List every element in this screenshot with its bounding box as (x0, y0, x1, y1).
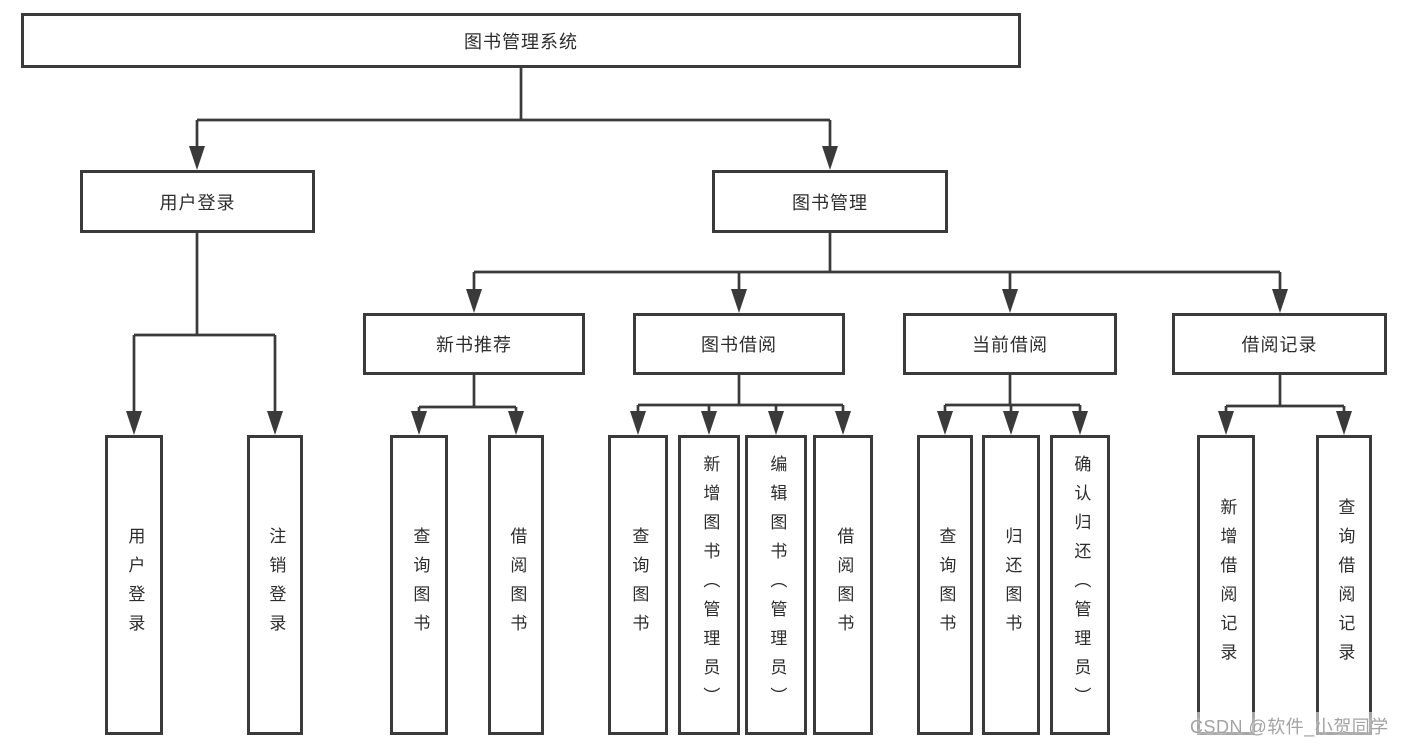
node-label: 编辑图书（管理员） (767, 454, 787, 716)
node-leaf-bb-query-books: 查询图书 (608, 435, 668, 735)
node-user-login-group: 用户登录 (80, 170, 315, 233)
node-label: 查询借阅记录 (1335, 498, 1355, 672)
node-label: 当前借阅 (972, 335, 1048, 355)
node-label: 图书管理 (792, 192, 868, 213)
csdn-watermark: CSDN @软件_小贺同学 (1186, 712, 1393, 740)
node-label: 注销登录 (266, 527, 286, 643)
arrowheads (126, 146, 1352, 435)
node-label: 用户登录 (125, 527, 145, 643)
node-book-management: 图书管理 (712, 170, 948, 233)
node-leaf-user-login: 用户登录 (105, 435, 163, 735)
node-label: 归还图书 (1002, 527, 1022, 643)
node-leaf-cb-query-books: 查询图书 (917, 435, 973, 735)
node-label: 借阅图书 (507, 527, 527, 643)
node-label: 用户登录 (159, 192, 236, 213)
node-borrowing-records: 借阅记录 (1172, 313, 1387, 375)
node-library-system: 图书管理系统 (21, 13, 1021, 68)
node-label: 查询图书 (410, 527, 430, 643)
node-label: 查询图书 (629, 527, 649, 643)
node-label: 借阅记录 (1241, 335, 1318, 355)
node-label: 借阅图书 (834, 527, 854, 643)
node-leaf-logout: 注销登录 (247, 435, 303, 735)
node-label: 图书管理系统 (464, 31, 578, 52)
node-label: 新增借阅记录 (1217, 498, 1237, 672)
node-label: 查询图书 (936, 527, 956, 643)
node-leaf-br-query-record: 查询借阅记录 (1316, 435, 1372, 735)
node-leaf-nb-query-books: 查询图书 (390, 435, 448, 735)
node-leaf-cb-confirm-return-admin: 确认归还（管理员） (1050, 435, 1110, 735)
node-current-borrowing: 当前借阅 (903, 313, 1117, 375)
node-leaf-br-add-record: 新增借阅记录 (1197, 435, 1255, 735)
node-leaf-nb-borrow-books: 借阅图书 (488, 435, 544, 735)
node-label: 新书推荐 (436, 335, 512, 355)
node-label: 新增图书（管理员） (700, 454, 720, 716)
node-leaf-cb-return-books: 归还图书 (982, 435, 1040, 735)
node-leaf-bb-add-books-admin: 新增图书（管理员） (678, 435, 740, 735)
node-label: 图书借阅 (701, 335, 777, 355)
node-book-borrowing: 图书借阅 (633, 313, 845, 375)
node-label: 确认归还（管理员） (1071, 454, 1091, 716)
node-leaf-bb-edit-books-admin: 编辑图书（管理员） (745, 435, 807, 735)
node-leaf-bb-borrow-books: 借阅图书 (813, 435, 873, 735)
node-new-book-recommend: 新书推荐 (363, 313, 585, 375)
